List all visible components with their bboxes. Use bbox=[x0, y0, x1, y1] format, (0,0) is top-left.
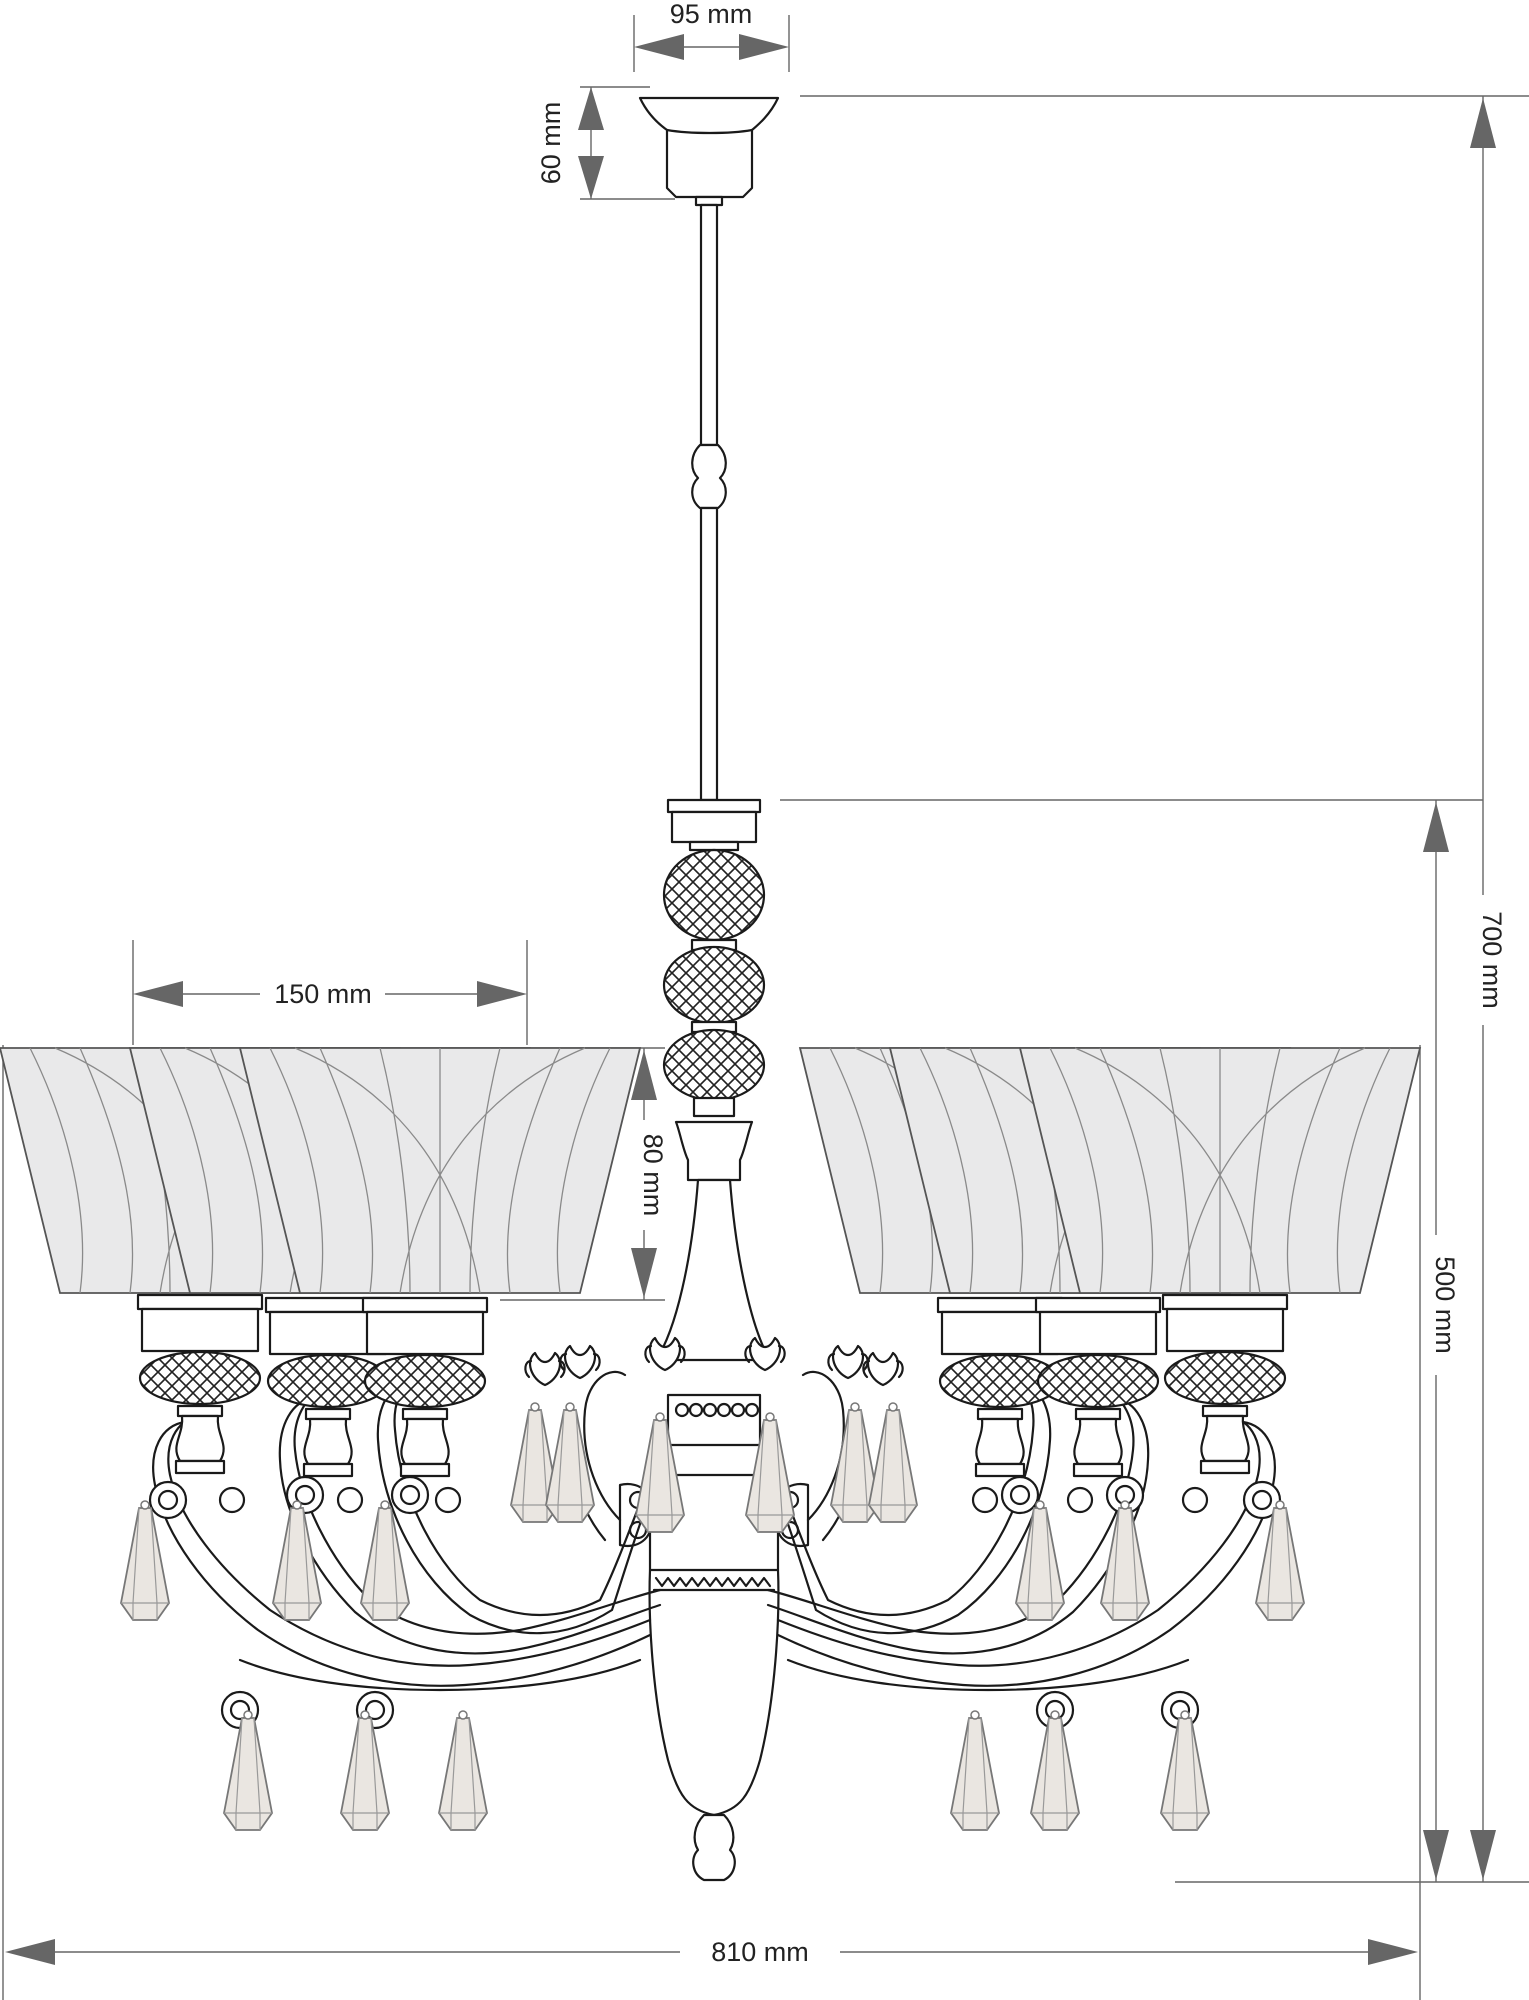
dimension-shade-width: 150 mm bbox=[132, 940, 528, 1045]
arms-left bbox=[152, 1370, 667, 1692]
dimension-canopy-height: 60 mm bbox=[536, 86, 675, 200]
sockets-left bbox=[136, 1293, 489, 1478]
dimension-shade-height: 80 mm bbox=[500, 1047, 668, 1301]
dimension-canopy-width: 95 mm bbox=[633, 0, 790, 72]
dimension-total-height: 700 mm bbox=[800, 95, 1529, 1883]
dimension-total-width: 810 mm bbox=[2, 1045, 1421, 2000]
dimension-label-shade-height: 80 mm bbox=[638, 1134, 668, 1217]
suspension-rod bbox=[691, 203, 727, 802]
central-column bbox=[618, 798, 810, 1882]
shades-left bbox=[0, 1047, 641, 1294]
ceiling-canopy bbox=[638, 96, 780, 207]
dimension-label-total-width: 810 mm bbox=[711, 1937, 809, 1967]
dimension-body-height: 500 mm bbox=[780, 799, 1483, 1882]
dimension-label-total-height: 700 mm bbox=[1477, 911, 1507, 1009]
dimension-label-body-height: 500 mm bbox=[1430, 1256, 1460, 1354]
sockets-right bbox=[936, 1293, 1289, 1478]
dimension-label-canopy-width: 95 mm bbox=[670, 0, 753, 29]
dimension-label-shade-width: 150 mm bbox=[274, 979, 372, 1009]
arm-scroll-knobs bbox=[148, 1475, 1282, 1730]
bead-ring bbox=[674, 1402, 760, 1418]
shades-right bbox=[799, 1047, 1421, 1294]
dimension-label-canopy-height: 60 mm bbox=[536, 102, 566, 185]
